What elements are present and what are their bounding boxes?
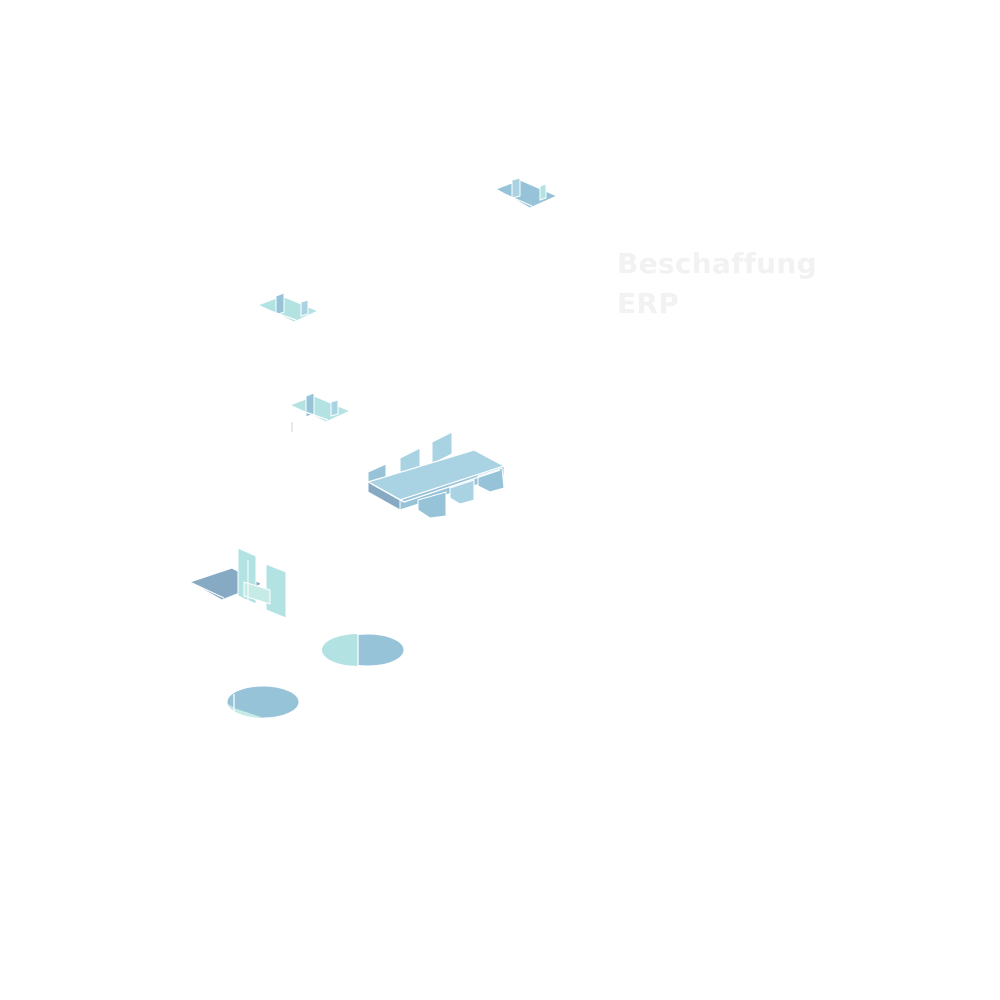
desk-chair [243, 581, 271, 605]
round-table-left [226, 685, 300, 719]
round-table-right-shade [322, 634, 358, 666]
conference-chair-front-1 [417, 491, 447, 519]
area-title: Beschaffung [617, 247, 817, 280]
round-table-left-top [226, 685, 300, 719]
chair-top [494, 177, 559, 209]
area-label: Beschaffung ERP [617, 244, 817, 324]
chair-left-middle-back [305, 392, 315, 418]
chair-left-middle-arm [330, 399, 339, 417]
conference-chair-front-3 [477, 467, 505, 493]
chair-left-upper-arm [300, 299, 309, 317]
conference-table [366, 431, 506, 519]
chair-left-middle-seat [288, 395, 352, 423]
chair-left-middle [288, 392, 352, 432]
conference-chair-front-2 [449, 479, 475, 505]
chair-top-arm [539, 183, 547, 201]
area-subtitle: ERP [617, 287, 680, 320]
round-table-left-shade [228, 704, 264, 719]
chair-left-upper-seat [256, 295, 320, 323]
chair-left-upper [256, 292, 320, 323]
chair-left-upper-back [275, 292, 285, 316]
desk-with-panel [188, 547, 287, 619]
conference-chair-back-2 [431, 431, 453, 465]
chair-top-back [511, 177, 521, 199]
round-table-right [322, 633, 405, 667]
